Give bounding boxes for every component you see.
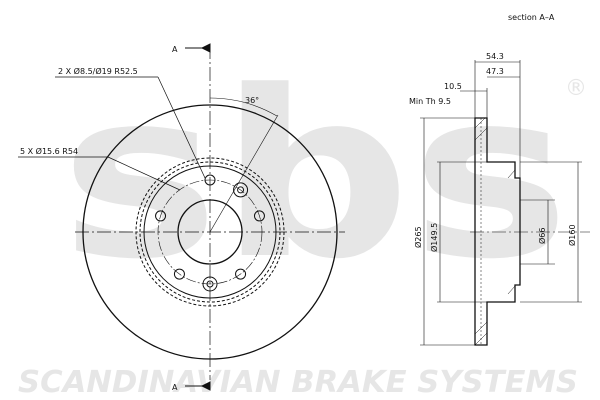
disc-outer-edge [82, 104, 338, 360]
section-marker-top: A [172, 45, 178, 54]
front-callouts: 2 X Ø8.5/Ø19 R52.5 5 X Ø15.6 R54 36° A A [18, 45, 259, 392]
dia-center-bore: Ø66 [537, 228, 547, 244]
friction-ring-inner-circle [135, 157, 285, 307]
bolt-pitch-circle [157, 179, 263, 285]
dia-friction-inner: Ø149.5 [429, 223, 439, 252]
locating-hole [237, 186, 245, 194]
brand-watermark: SCANDINAVIAN BRAKE SYSTEMS [18, 365, 578, 400]
locating-hole [206, 280, 214, 288]
angle-label: 36° [245, 96, 259, 105]
section-arrowhead-bottom [200, 381, 211, 391]
angle-ray [209, 114, 279, 233]
section-labels: section A–A 54.3 47.3 10.5 Min Th 9.5 Ø2… [409, 13, 577, 252]
sbs-logo-watermark: sbs [60, 43, 570, 310]
bolt-holes [155, 174, 265, 292]
hat-outer-circle [143, 165, 277, 299]
dia-hat: Ø160 [567, 224, 577, 246]
bolt-hole [173, 268, 185, 280]
bolt-hole [253, 210, 265, 222]
dim-min-thickness: Min Th 9.5 [409, 97, 451, 106]
watermark: sbs ® SCANDINAVIAN BRAKE SYSTEMS [18, 43, 587, 400]
bolt-hole [235, 268, 247, 280]
registered-mark: ® [565, 76, 587, 101]
callout-small-holes: 2 X Ø8.5/Ø19 R52.5 [58, 66, 138, 76]
friction-ring-inner-circle-2 [139, 161, 281, 303]
bolt-hole [204, 174, 216, 186]
locating-hole-counterbore [233, 182, 249, 198]
dim-thickness: 10.5 [444, 82, 462, 91]
section-title: section A–A [508, 13, 555, 22]
leader-small-holes [157, 76, 206, 179]
dia-outer: Ø265 [413, 226, 423, 248]
section-arrowhead-top [200, 43, 211, 53]
dim-hat-height: 47.3 [486, 67, 504, 76]
front-view [75, 43, 345, 391]
section-marker-bottom: A [172, 383, 178, 392]
locating-hole-counterbore [202, 276, 218, 292]
angle-arc [209, 97, 278, 117]
section-view [420, 60, 590, 346]
callout-bolt-holes: 5 X Ø15.6 R54 [20, 146, 78, 156]
dim-total-height: 54.3 [486, 52, 504, 61]
bolt-hole [155, 210, 167, 222]
leader-bolt-holes [107, 156, 181, 191]
center-bore [177, 199, 243, 265]
